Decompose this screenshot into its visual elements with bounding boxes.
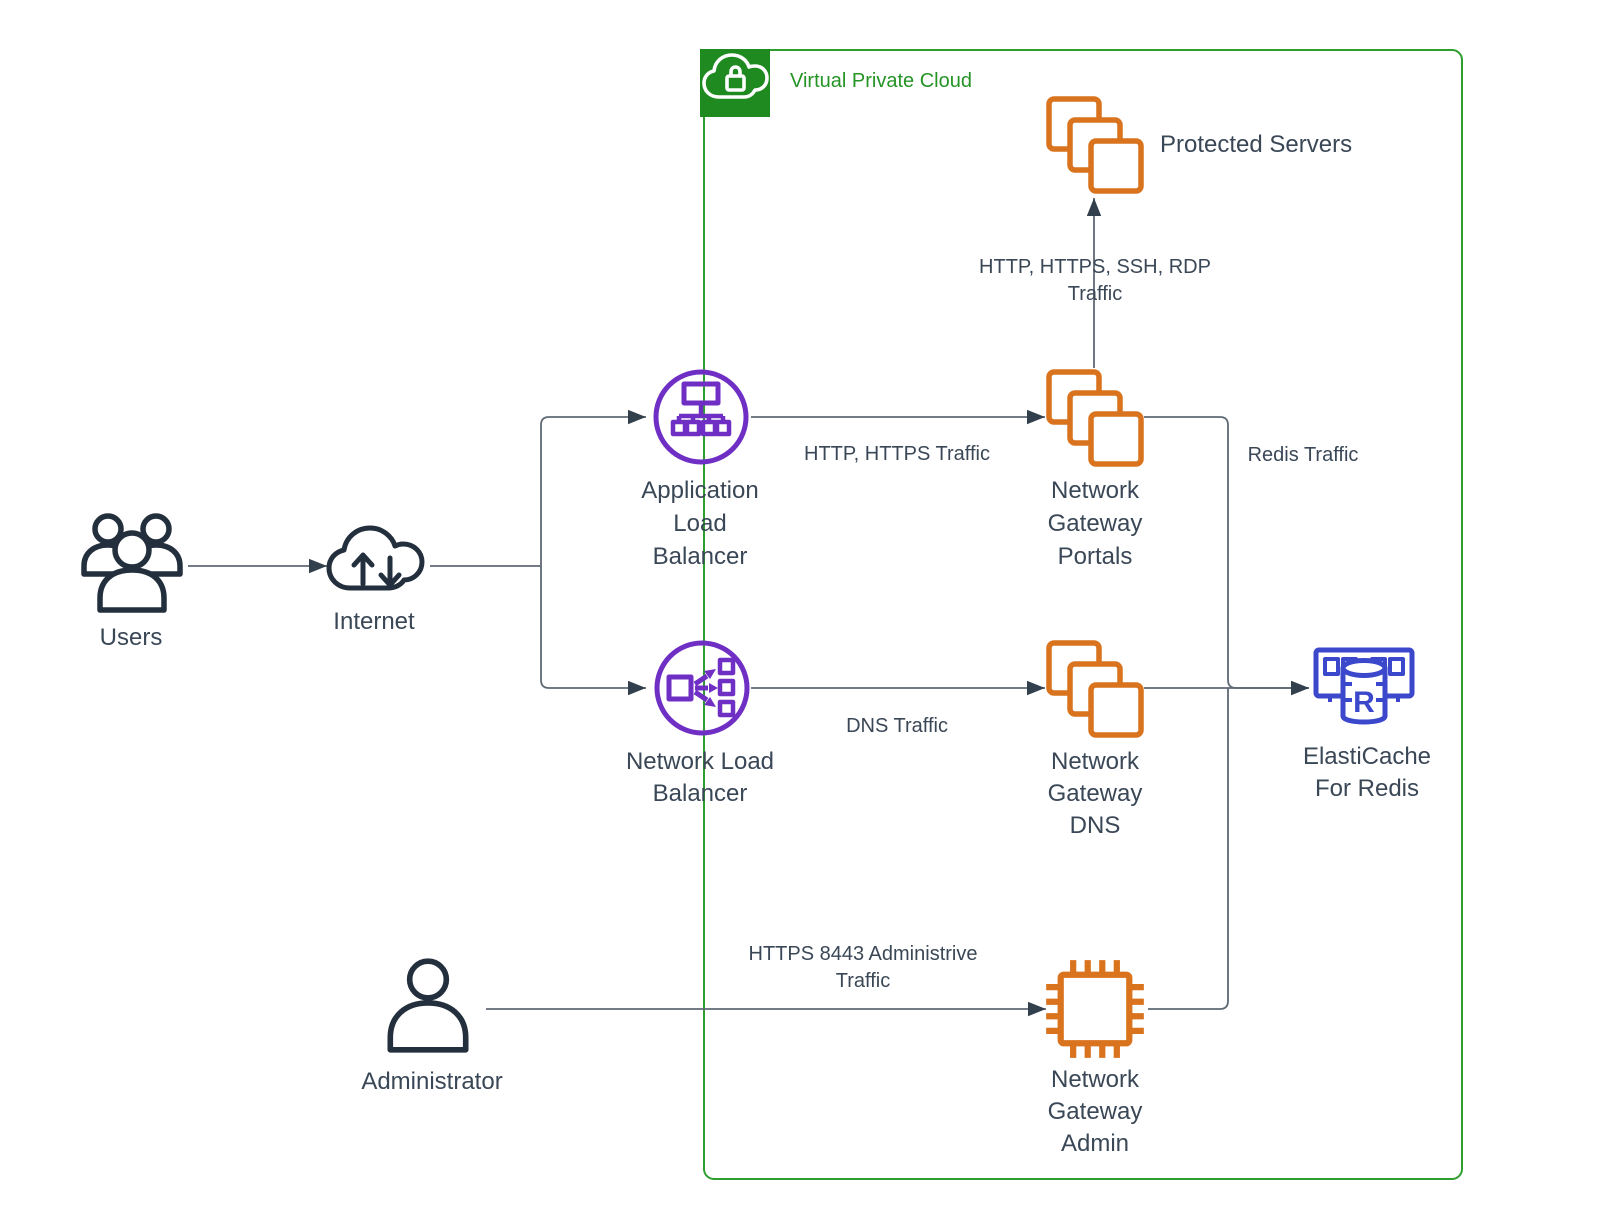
- stacked-squares-icon: [1046, 96, 1144, 194]
- administrator-label: Administrator: [361, 1068, 503, 1095]
- internet-node: [326, 524, 428, 598]
- elasticache-label: ElastiCache For Redis: [1302, 743, 1432, 802]
- chip-icon: [1046, 960, 1144, 1058]
- administrator-icon: [387, 958, 469, 1053]
- vpc-cloud-lock-icon: [702, 53, 769, 99]
- alb-label: Application Load Balancer: [641, 477, 759, 570]
- vpc-boundary: [703, 49, 1463, 1180]
- alb-node: [653, 369, 749, 465]
- dns-traffic-label: DNS Traffic: [846, 715, 948, 737]
- portals-label: Network Gateway Portals: [1047, 477, 1143, 570]
- nlb-label: Network Load Balancer: [625, 748, 775, 807]
- elasticache-node: R: [1312, 636, 1416, 736]
- nlb-node: [654, 640, 750, 736]
- users-icon: [81, 513, 183, 613]
- users-node: [80, 510, 184, 614]
- protected-servers-label: Protected Servers: [1160, 131, 1353, 158]
- internet-cloud-icon: [326, 525, 425, 591]
- protected-servers-node: [1046, 96, 1144, 194]
- dns-label: Network Gateway DNS: [1047, 748, 1143, 839]
- users-label: Users: [99, 624, 163, 651]
- edge-fork-nlb: [540, 566, 646, 696]
- internet-label: Internet: [333, 608, 415, 635]
- edge-admin-trunk: [1148, 688, 1229, 1010]
- vpc-group-badge: [700, 49, 770, 117]
- network-load-balancer-icon: [654, 640, 750, 736]
- admin-traffic-label: HTTPS 8443 Administrive Traffic: [748, 943, 978, 992]
- dns-node: [1046, 640, 1144, 738]
- vpc-label: Virtual Private Cloud: [790, 70, 972, 92]
- stacked-squares-icon: [1046, 369, 1144, 467]
- elasticache-redis-icon: R: [1313, 647, 1415, 725]
- admin-node: [1042, 956, 1148, 1062]
- http-https-traffic-label: HTTP, HTTPS Traffic: [804, 443, 990, 465]
- application-load-balancer-icon: [653, 369, 749, 465]
- portals-node: [1046, 369, 1144, 467]
- protected-traffic-label: HTTP, HTTPS, SSH, RDP Traffic: [979, 256, 1211, 305]
- edge-fork-alb: [540, 409, 646, 566]
- admin-label: Network Gateway Admin: [1047, 1066, 1143, 1157]
- administrator-node: [374, 952, 482, 1058]
- svg-text:R: R: [1353, 686, 1375, 719]
- redis-traffic-label: Redis Traffic: [1247, 444, 1359, 466]
- stacked-squares-icon: [1046, 640, 1144, 738]
